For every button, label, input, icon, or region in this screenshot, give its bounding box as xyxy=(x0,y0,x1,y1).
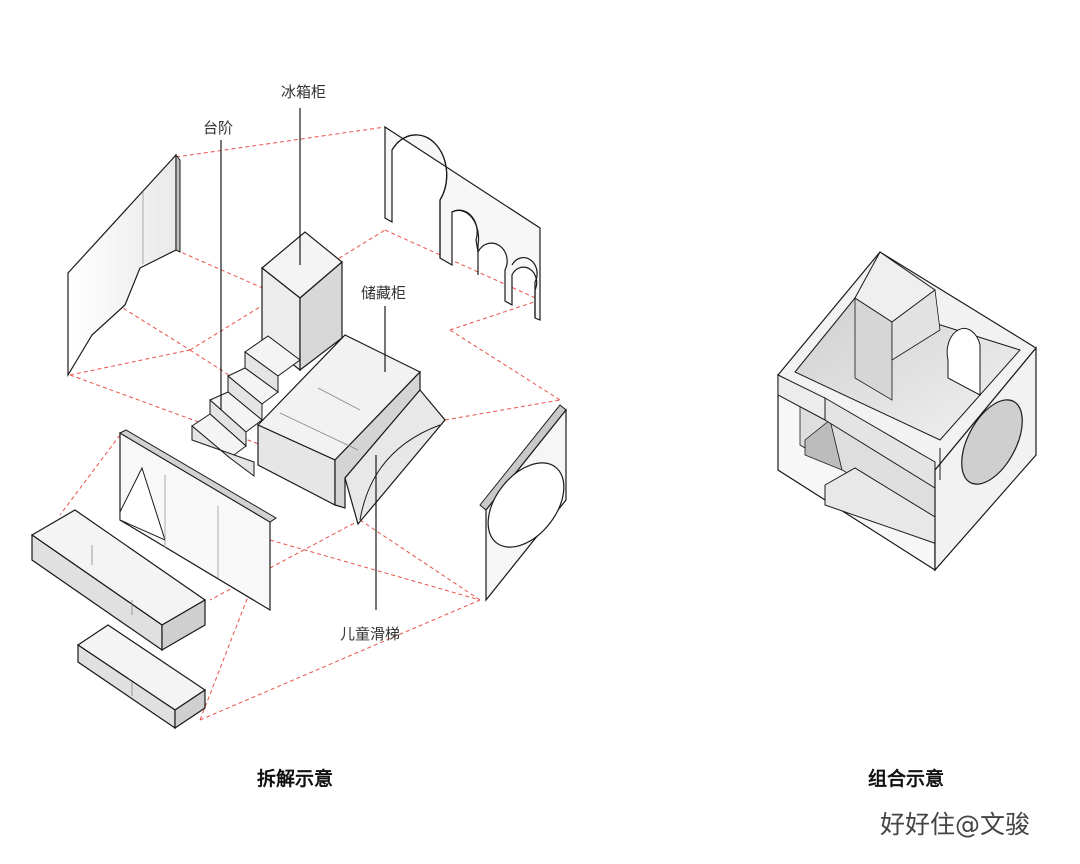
watermark: 好好住@文骏 xyxy=(880,810,1031,839)
label-fridge-cabinet: 冰箱柜 xyxy=(281,83,327,101)
caption-exploded-view: 拆解示意 xyxy=(257,768,334,790)
label-steps: 台阶 xyxy=(203,119,234,137)
assembled-cube xyxy=(777,251,1037,572)
round-hole-wall-panel xyxy=(479,404,567,602)
steps-block xyxy=(191,335,301,477)
arch-wall-panel xyxy=(384,125,541,321)
label-storage-cabinet: 储藏柜 xyxy=(361,284,407,302)
front-wall-panel xyxy=(118,429,277,612)
leader-lines xyxy=(220,108,386,610)
label-kids-slide: 儿童滑梯 xyxy=(340,625,401,643)
fridge-cabinet-box xyxy=(261,231,343,372)
bench-upper xyxy=(30,509,207,652)
left-wall-panel xyxy=(67,153,181,378)
caption-assembled-view: 组合示意 xyxy=(868,768,945,790)
slide-block xyxy=(344,389,446,526)
bench-lower xyxy=(76,624,207,730)
